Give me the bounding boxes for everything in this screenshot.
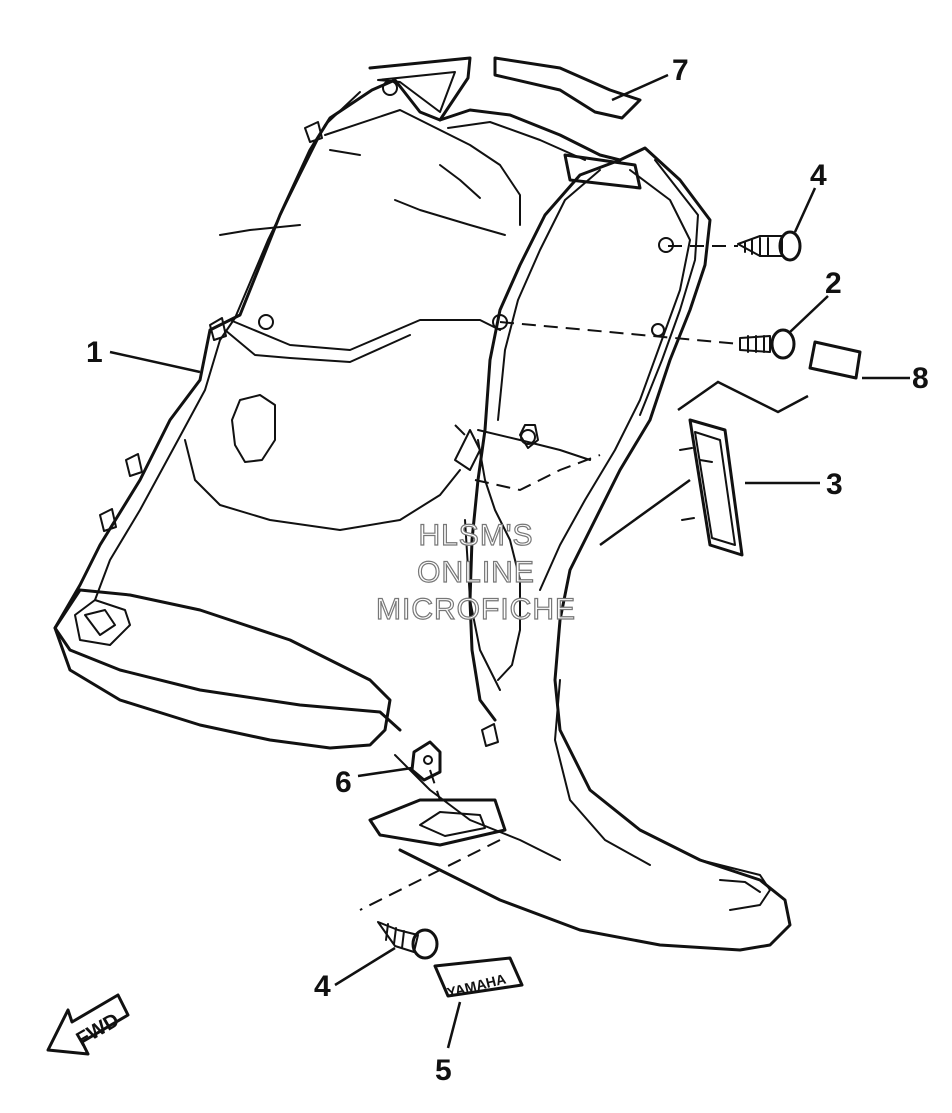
seal-strip-part (493, 56, 642, 190)
watermark: HLSM'S ONLINE MICROFICHE (375, 518, 576, 626)
callout-numbers: 1 7 4 2 8 3 6 4 5 (86, 54, 929, 1087)
emblem-text: YAMAHA (445, 971, 507, 1001)
screw-upper-part (737, 230, 802, 262)
callout-6: 6 (335, 766, 352, 799)
leg-shield-part (53, 56, 792, 952)
label-part (808, 340, 862, 380)
clip-nut-part (410, 740, 442, 782)
callout-8: 8 (912, 362, 929, 395)
watermark-line-2: ONLINE (417, 556, 535, 589)
callout-3: 3 (826, 468, 843, 501)
callout-4-lower: 4 (314, 970, 331, 1003)
callout-2: 2 (825, 267, 842, 300)
forward-arrow-label: FWD (73, 1009, 123, 1051)
callout-4-upper: 4 (810, 159, 827, 192)
callout-7: 7 (672, 54, 689, 87)
bolt-part (739, 328, 796, 360)
assembly-lines (359, 245, 809, 911)
screw-lower-part (377, 921, 439, 960)
watermark-line-1: HLSM'S (418, 519, 533, 552)
yamaha-emblem-part: YAMAHA (433, 956, 524, 1001)
leader-lines (109, 73, 910, 1049)
forward-arrow: FWD (46, 993, 130, 1056)
callout-1: 1 (86, 336, 103, 369)
watermark-line-3: MICROFICHE (376, 593, 576, 626)
cover-panel-part (679, 418, 744, 557)
callout-5: 5 (435, 1054, 452, 1087)
